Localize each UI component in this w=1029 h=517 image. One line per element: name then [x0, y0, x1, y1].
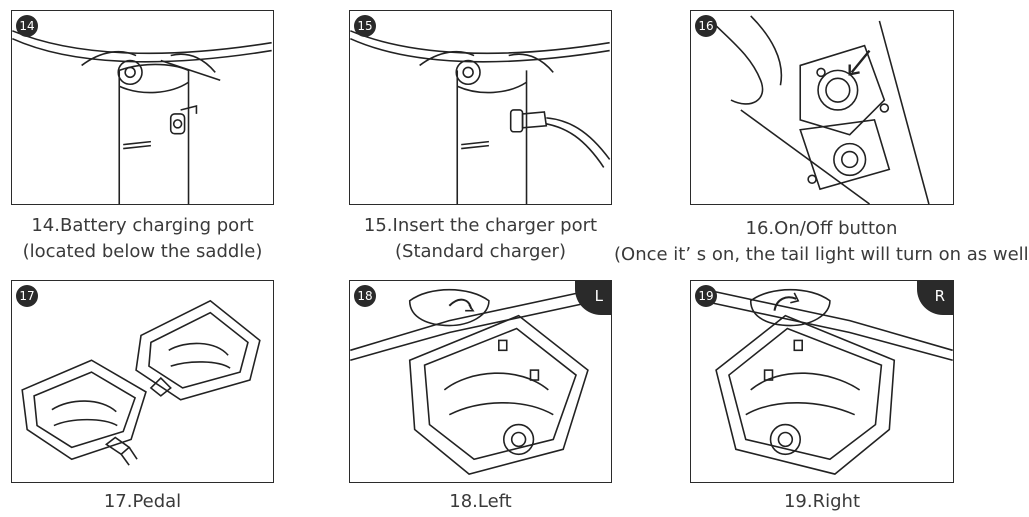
panel-18-left: 18 L [349, 280, 612, 483]
caption-18-line1: 18.Left [449, 491, 512, 512]
caption-18: 18.Left [349, 489, 612, 515]
panel-19-right: 19 R [690, 280, 954, 483]
caption-16-line1: 16.On/Off button [745, 218, 898, 239]
caption-14: 14.Battery charging port (located below … [11, 213, 274, 265]
step-badge-17: 17 [16, 285, 38, 307]
pedals-illustration [21, 299, 261, 466]
right-pedal-wrench-illustration [710, 288, 953, 475]
power-button-illustration [710, 15, 930, 204]
caption-15: 15.Insert the charger port (Standard cha… [349, 213, 612, 265]
charger-insert-illustration [350, 30, 611, 204]
caption-19-line1: 19.Right [783, 491, 861, 512]
battery-port-illustration [12, 30, 272, 204]
panel-16-power-button: 16 [690, 10, 954, 205]
left-pedal-wrench-illustration [350, 288, 589, 475]
caption-19: 19.Right [690, 489, 954, 515]
step-badge-19: 19 [695, 285, 717, 307]
caption-17-line1: 17.Pedal [103, 491, 182, 512]
step-badge-16: 16 [695, 15, 717, 37]
caption-16-line2: (Once it’ s on, the tail light will turn… [614, 244, 1029, 265]
step-badge-14: 14 [16, 15, 38, 37]
caption-15-line2: (Standard charger) [395, 241, 566, 262]
caption-15-line1: 15.Insert the charger port [363, 215, 598, 236]
caption-16: 16.On/Off button (Once it’ s on, the tai… [614, 216, 1029, 268]
caption-14-line1: 14.Battery charging port [31, 215, 254, 236]
caption-17: 17.Pedal [11, 489, 274, 515]
caption-14-line2: (located below the saddle) [22, 241, 263, 262]
panel-15-insert-charger: 15 [349, 10, 612, 205]
panel-14-battery-port: 14 [11, 10, 274, 205]
step-badge-18: 18 [354, 285, 376, 307]
step-badge-15: 15 [354, 15, 376, 37]
panel-17-pedal: 17 [11, 280, 274, 483]
